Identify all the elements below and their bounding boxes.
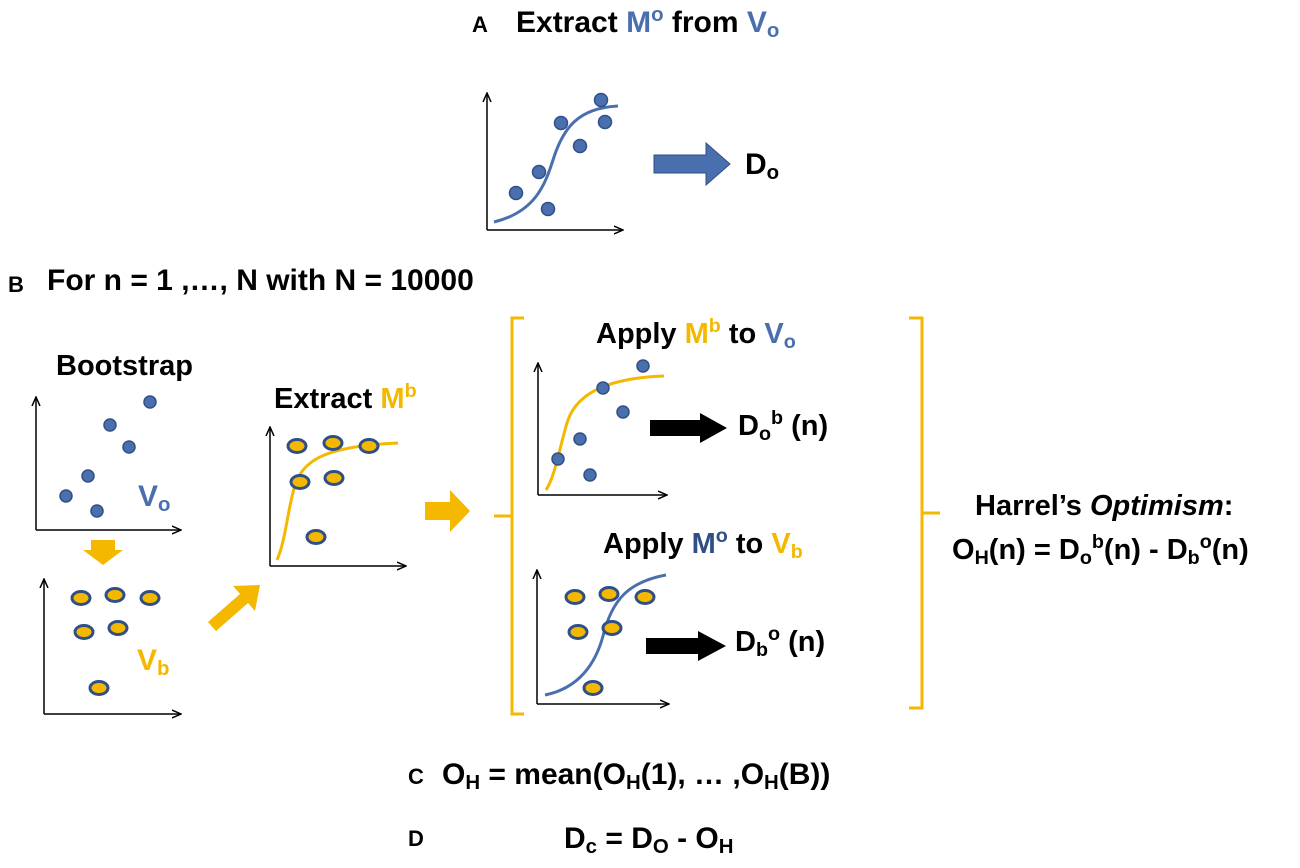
plot-c1-point: [616, 405, 630, 419]
plot-a-point: [531, 164, 547, 180]
plot-c1-fit-curve: [544, 374, 665, 491]
arrow-black-2-icon: [646, 631, 726, 661]
plot-c2-point: [582, 680, 604, 696]
plot-mb-point: [305, 529, 327, 545]
plot-a-point: [593, 92, 609, 108]
plot-c2-point: [598, 586, 620, 602]
plot-bootstrap-vb: [44, 580, 180, 714]
plot-mb-point: [358, 438, 380, 454]
plot-vb-point: [104, 587, 126, 603]
panel-c-letter: C: [408, 764, 424, 789]
plot-mb-fit-curve: [275, 441, 399, 561]
plot-a-fit-curve: [493, 104, 619, 224]
plot-vo-point: [143, 395, 157, 409]
extract-mb-label: Extract Mb: [274, 380, 417, 415]
vo-label: Vo: [138, 480, 171, 517]
plot-vo-point: [90, 504, 104, 518]
result-dbo-label: Dbo (n): [735, 623, 826, 661]
plot-vo-point: [103, 418, 117, 432]
plot-bootstrap-vo: [36, 395, 180, 530]
plot-c2-fit-curve: [544, 573, 667, 697]
plot-mb-point: [322, 435, 344, 451]
arrow-a-right-icon: [653, 141, 731, 187]
harrel-formula: OH(n) = Dob(n) - Dbo(n): [952, 531, 1249, 569]
panel-b-letter: B: [8, 272, 24, 297]
plot-extract-mb: [270, 428, 405, 566]
arrow-black-1-icon: [650, 413, 727, 443]
bracket-group: [494, 316, 940, 716]
plot-vb-point: [88, 680, 110, 696]
plot-vb-point: [70, 590, 92, 606]
bootstrap-label: Bootstrap: [56, 350, 193, 382]
plot-vo-point: [59, 489, 73, 503]
right-bracket: [909, 316, 924, 710]
plot-c1-point: [573, 432, 587, 446]
plot-c2-point: [601, 620, 623, 636]
arrow-diagonal-icon: [208, 585, 260, 631]
panel-d-letter: D: [408, 826, 424, 851]
plot-mb-point: [286, 438, 308, 454]
panel-d-formula: Dc = DO - OH: [564, 822, 734, 859]
plot-a: [487, 94, 622, 231]
plot-a-point: [508, 185, 524, 201]
plot-vo-point: [81, 469, 95, 483]
plot-vo-point: [122, 440, 136, 454]
plot-a-point: [553, 115, 569, 131]
plot-vb-point: [73, 624, 95, 640]
vb-label: Vb: [137, 644, 170, 681]
plot-mb-point: [289, 474, 311, 490]
left-bracket: [510, 316, 524, 716]
plot-c1-point: [596, 381, 610, 395]
plot-c1-point: [583, 468, 597, 482]
plot-c2-point: [634, 589, 656, 605]
panel-b-title: For n = 1 ,…, N with N = 10000: [47, 264, 474, 297]
panel-a-title: Extract Mo from Vo: [516, 3, 780, 43]
result-dob-label: Dob (n): [738, 407, 829, 445]
plot-apply-mb-vo: [538, 359, 666, 495]
panel-a-result-do: Do: [745, 148, 780, 185]
plot-a-point: [540, 201, 556, 217]
plot-c1-point: [636, 359, 650, 373]
plot-c2-point: [564, 589, 586, 605]
harrel-optimism-label: Harrel’s Optimism:: [975, 490, 1234, 522]
arrow-down-icon: [83, 540, 123, 565]
plot-c2-point: [567, 624, 589, 640]
plot-c1-point: [551, 452, 565, 466]
panel-c-formula: OH = mean(OH(1), … ,OH(B)): [442, 758, 831, 795]
plot-a-point: [572, 138, 588, 154]
plot-mb-point: [323, 470, 345, 486]
plot-vb-point: [139, 590, 161, 606]
apply-mb-to-vo-label: Apply Mb to Vo: [596, 315, 796, 353]
plot-apply-mo-vb: [537, 571, 668, 704]
apply-mo-to-vb-label: Apply Mo to Vb: [603, 525, 803, 563]
plot-a-point: [597, 114, 613, 130]
arrow-right-gold-icon: [425, 490, 470, 532]
panel-a-letter: A: [472, 12, 488, 37]
plot-vb-point: [107, 620, 129, 636]
